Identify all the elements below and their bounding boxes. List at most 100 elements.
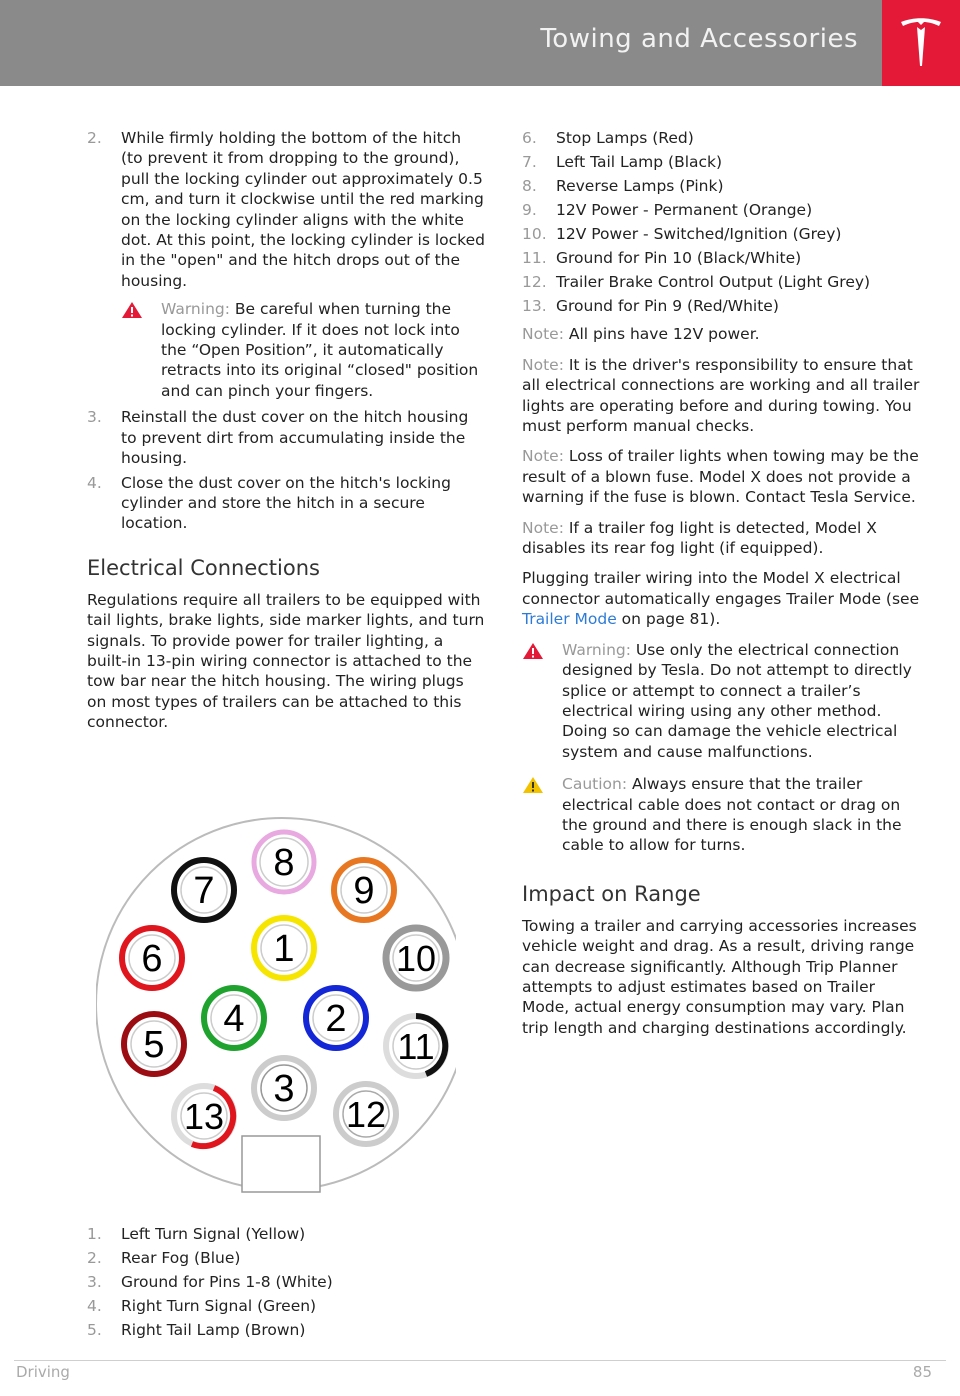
caution-icon	[523, 777, 543, 794]
pin-12-label: 12	[346, 1094, 386, 1135]
list-item: 7. Left Tail Lamp (Black)	[522, 152, 922, 172]
pin-2-label: 2	[325, 998, 346, 1040]
list-number: 11.	[522, 249, 547, 267]
pin-7: 7	[171, 857, 237, 923]
footer-section: Driving	[16, 1363, 70, 1381]
pin-12: 12	[333, 1081, 399, 1147]
range-heading: Impact on Range	[522, 881, 701, 906]
pin-10: 10	[382, 924, 450, 992]
trailer-mode-link[interactable]: Trailer Mode	[522, 610, 617, 629]
list-item: 5. Right Tail Lamp (Brown)	[87, 1320, 485, 1340]
list-number: 9.	[522, 201, 537, 219]
list-text: Ground for Pins 1-8 (White)	[121, 1273, 333, 1291]
pin-6-label: 6	[141, 938, 162, 980]
note-label: Note:	[522, 355, 564, 374]
left-column: 2. While firmly holding the bottom of th…	[87, 128, 485, 743]
footer-page-number: 85	[912, 1363, 932, 1381]
list-item: 8.Reverse Lamps (Pink)	[522, 176, 922, 196]
range-text: Towing a trailer and carrying accessorie…	[522, 916, 917, 1037]
step-number: 3.	[87, 408, 102, 427]
pin-11-label: 11	[397, 1026, 434, 1067]
step-text: While firmly holding the bottom of the h…	[121, 129, 485, 290]
note-text: All pins have 12V power.	[563, 325, 760, 344]
note-text: Loss of trailer lights when towing may b…	[522, 447, 919, 507]
list-number: 4.	[87, 1297, 102, 1315]
brand-logo	[882, 0, 960, 86]
list-item: 2. Rear Fog (Blue)	[87, 1248, 485, 1268]
note: Note: Loss of trailer lights when towing…	[522, 446, 922, 507]
list-item: 9.12V Power - Permanent (Orange)	[522, 200, 922, 220]
pin-5: 5	[121, 1011, 187, 1077]
connector-svg: 8 7 9 6 1 10	[95, 817, 469, 1193]
list-text: Right Tail Lamp (Brown)	[121, 1321, 306, 1339]
pin-3-label: 3	[273, 1068, 294, 1110]
list-number: 1.	[87, 1225, 102, 1243]
warning-box: Warning: Be careful when turning the loc…	[121, 299, 485, 401]
warning-icon	[523, 642, 543, 659]
pin-4: 4	[201, 985, 267, 1051]
warning-label: Warning:	[562, 640, 631, 659]
list-number: 13.	[522, 297, 547, 315]
page-title: Towing and Accessories	[540, 24, 858, 54]
warning-label: Warning:	[161, 300, 230, 319]
pin-13-label: 13	[184, 1096, 224, 1137]
pin-1-label: 1	[273, 928, 294, 970]
list-number: 3.	[87, 1273, 102, 1291]
electrical-text: Regulations require all trailers to be e…	[87, 590, 485, 732]
note: Note: If a trailer fog light is detected…	[522, 518, 922, 559]
step-4: 4. Close the dust cover on the hitch's l…	[87, 473, 485, 534]
caution-text: Always ensure that the trailer electrica…	[562, 775, 902, 855]
warning-text: Be careful when turning the locking cyli…	[161, 300, 479, 400]
connector-diagram: 8 7 9 6 1 10	[95, 814, 469, 1194]
list-item: 12.Trailer Brake Control Output (Light G…	[522, 272, 922, 292]
list-item: 6.Stop Lamps (Red)	[522, 128, 922, 148]
warning-box: Warning: Use only the electrical connect…	[522, 640, 922, 762]
list-number: 12.	[522, 273, 547, 291]
warning-text: Use only the electrical connection desig…	[562, 640, 912, 761]
plugging-after: on page 81).	[616, 610, 721, 629]
list-number: 6.	[522, 129, 537, 147]
note: Note: All pins have 12V power.	[522, 324, 922, 344]
step-number: 2.	[87, 129, 102, 147]
note: Note: It is the driver's responsibility …	[522, 355, 922, 437]
pin-8-label: 8	[273, 842, 294, 884]
pin-list-left: 1. Left Turn Signal (Yellow) 2. Rear Fog (…	[87, 1224, 485, 1344]
step-number: 4.	[87, 473, 102, 492]
list-item: 4.Right Turn Signal (Green)	[87, 1296, 485, 1316]
caution-box: Caution: Always ensure that the trailer …	[522, 774, 922, 856]
note-label: Note:	[522, 447, 564, 466]
pin-6: 6	[119, 925, 185, 991]
list-number: 7.	[522, 153, 537, 171]
pin-1: 1	[251, 915, 317, 981]
list-text: Reverse Lamps (Pink)	[556, 177, 724, 195]
list-text: Left Turn Signal (Yellow)	[121, 1225, 306, 1243]
pin-4-label: 4	[223, 998, 244, 1040]
plugging-before: Plugging trailer wiring into the Model X…	[522, 569, 920, 608]
list-number: 2.	[87, 1249, 102, 1267]
pin-8: 8	[251, 829, 317, 895]
list-text: Ground for Pin 10 (Black/White)	[556, 249, 802, 267]
list-item: 13.Ground for Pin 9 (Red/White)	[522, 296, 922, 316]
tesla-logo-icon	[901, 18, 941, 66]
list-text: Rear Fog (Blue)	[121, 1249, 241, 1267]
list-item: 10. 12V Power - Switched/Ignition (Grey)	[522, 224, 922, 244]
list-number: 5.	[87, 1321, 102, 1339]
footer-divider	[14, 1360, 946, 1361]
pin-9: 9	[331, 857, 397, 923]
list-item: 1. Left Turn Signal (Yellow)	[87, 1224, 485, 1244]
note-label: Note:	[522, 518, 564, 537]
right-column: 6.Stop Lamps (Red) 7. Left Tail Lamp (Bla…	[522, 128, 922, 1048]
list-text: Left Tail Lamp (Black)	[556, 153, 723, 171]
list-text: 12V Power - Switched/Ignition (Grey)	[556, 225, 842, 243]
note-label: Note:	[522, 325, 564, 344]
pin-11: 11	[383, 1013, 449, 1079]
page-header: Towing and Accessories	[0, 0, 960, 86]
pin-2: 2	[303, 985, 369, 1051]
connector-key	[241, 1135, 321, 1193]
list-number: 10.	[522, 225, 547, 243]
step-text: Close the dust cover on the hitch's lock…	[121, 473, 451, 533]
step-text: Reinstall the dust cover on the hitch ho…	[121, 408, 469, 468]
plugging-text: Plugging trailer wiring into the Model X…	[522, 568, 922, 629]
note-text: It is the driver's responsibility to ens…	[522, 355, 920, 436]
pin-5-label: 5	[143, 1024, 164, 1066]
